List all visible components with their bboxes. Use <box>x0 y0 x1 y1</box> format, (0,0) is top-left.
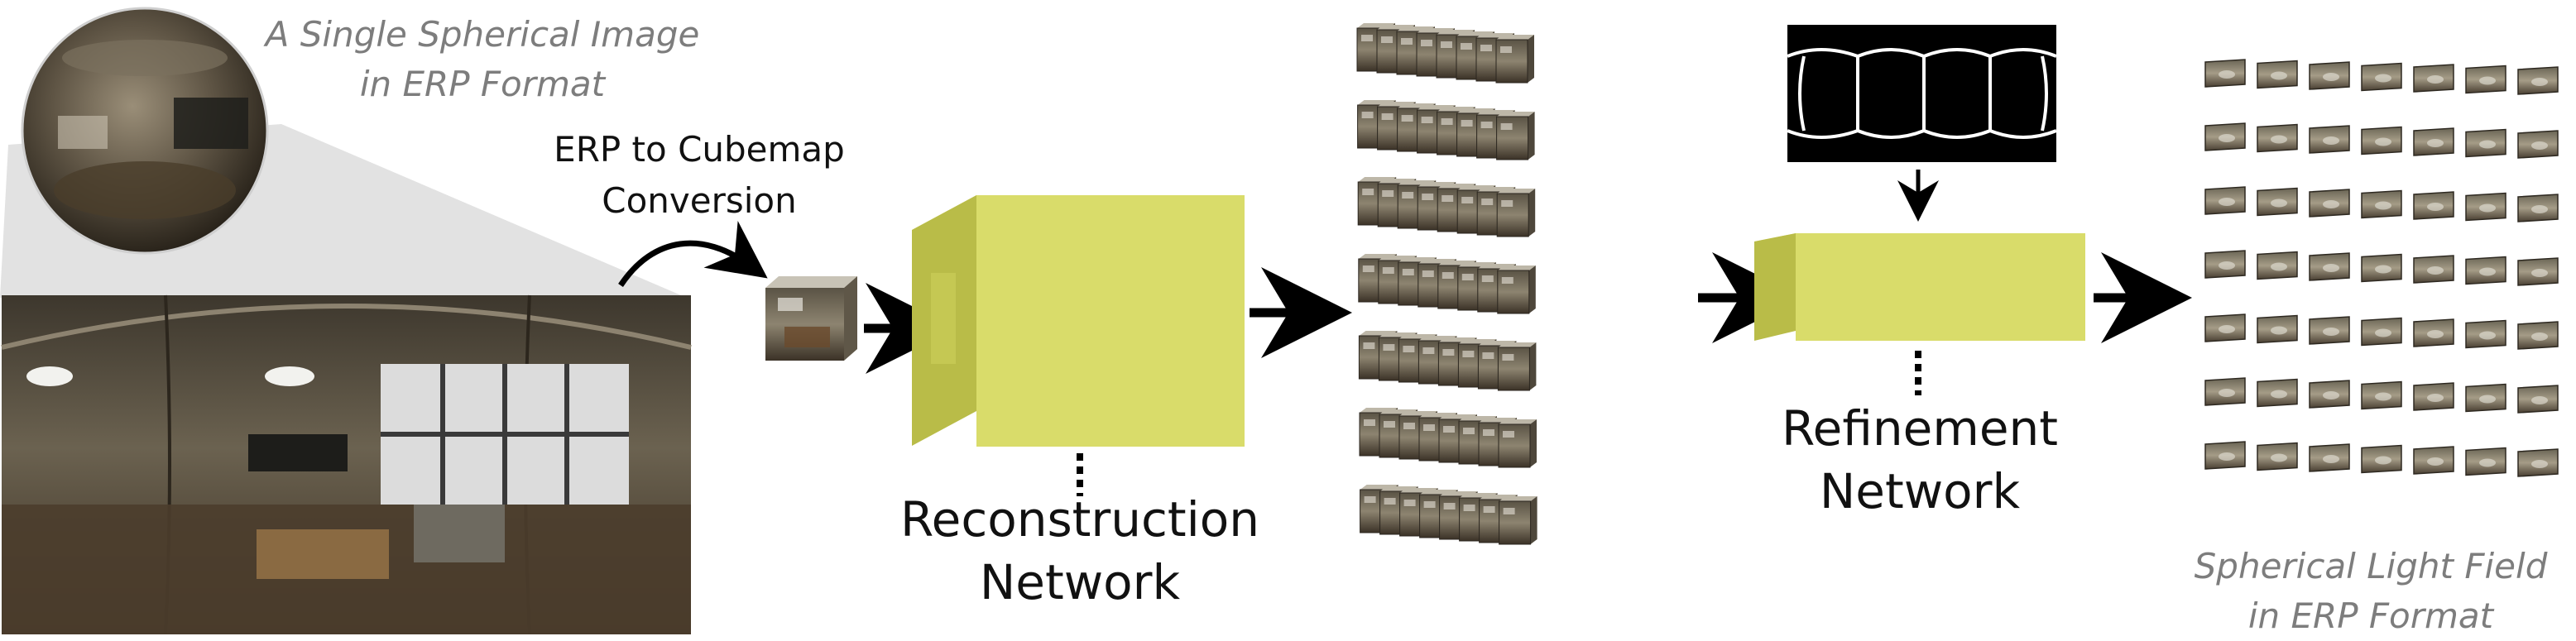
output-view-thumbnail <box>2465 192 2506 222</box>
output-view-thumbnail <box>2361 62 2402 92</box>
output-view-thumbnail <box>2361 380 2402 410</box>
output-view-thumbnail <box>2309 189 2350 218</box>
reconstruction-label-line2: Network <box>979 554 1181 610</box>
stack-cube <box>1499 496 1537 545</box>
output-view-thumbnail <box>2517 257 2559 286</box>
output-view-thumbnail <box>2413 446 2454 475</box>
output-view-thumbnail <box>2517 130 2559 159</box>
refinement-label-line1: Refinement <box>1781 400 2059 457</box>
output-view-thumbnail <box>2309 380 2350 409</box>
cubemap-stack-grid <box>1356 23 1537 545</box>
output-view-thumbnail <box>2204 122 2246 151</box>
output-view-thumbnail <box>2309 252 2350 281</box>
output-view-thumbnail <box>2465 447 2506 476</box>
input-caption-line2: in ERP Format <box>359 64 606 104</box>
stack-cube <box>1497 265 1536 314</box>
output-view-thumbnail <box>2517 448 2559 477</box>
output-view-thumbnail <box>2257 187 2298 217</box>
output-view-thumbnail <box>2257 60 2298 89</box>
output-view-thumbnail <box>2204 313 2246 342</box>
output-view-thumbnail <box>2204 377 2246 406</box>
output-view-thumbnail <box>2361 253 2402 283</box>
reconstruction-label-line1: Reconstruction <box>899 491 1260 548</box>
spherical-image-icon <box>21 7 269 255</box>
output-view-thumbnail <box>2257 442 2298 471</box>
erp-panorama-image <box>1 294 692 634</box>
output-caption-line2: in ERP Format <box>2247 596 2494 636</box>
conversion-label-line3: Conversion <box>602 180 797 221</box>
output-view-thumbnail <box>2413 255 2454 284</box>
output-view-thumbnail <box>2465 383 2506 413</box>
refinement-label-line2: Network <box>1819 463 2021 519</box>
output-view-thumbnail <box>2204 59 2246 88</box>
output-caption-line1: Spherical Light Field <box>2194 546 2548 586</box>
output-view-thumbnail <box>2517 321 2559 350</box>
stack-cube <box>1497 342 1537 391</box>
output-view-thumbnail <box>2413 127 2454 156</box>
output-view-thumbnail <box>2413 382 2454 411</box>
output-view-thumbnail <box>2413 64 2454 93</box>
output-view-thumbnail <box>2204 186 2246 215</box>
output-view-thumbnail <box>2309 443 2350 472</box>
ring-mask-image <box>1787 25 2057 162</box>
output-view-thumbnail <box>2361 317 2402 347</box>
output-view-thumbnail <box>2361 189 2402 219</box>
output-view-thumbnail <box>2361 126 2402 155</box>
conversion-arrow <box>618 220 768 287</box>
output-view-thumbnail <box>2465 65 2506 94</box>
output-view-thumbnail <box>2361 444 2402 474</box>
output-view-thumbnail <box>2517 385 2559 414</box>
output-view-thumbnail <box>2309 316 2350 345</box>
output-view-thumbnail <box>2413 191 2454 220</box>
output-view-thumbnail <box>2517 66 2559 95</box>
output-view-thumbnail <box>2257 251 2298 280</box>
output-view-thumbnail <box>2257 378 2298 408</box>
output-light-field-grid <box>2204 59 2559 477</box>
cubemap-icon <box>765 276 857 361</box>
output-view-thumbnail <box>2309 61 2350 90</box>
output-view-thumbnail <box>2465 256 2506 285</box>
stack-cube <box>1496 189 1536 237</box>
input-caption-line1: A Single Spherical Image <box>265 14 700 55</box>
output-view-thumbnail <box>2204 250 2246 279</box>
conversion-label-line1: ERP to Cubemap <box>554 129 845 170</box>
output-view-thumbnail <box>2465 319 2506 349</box>
refinement-network-block <box>1754 233 2085 341</box>
output-view-thumbnail <box>2517 194 2559 222</box>
output-view-thumbnail <box>2257 314 2298 344</box>
reconstruction-network-block <box>912 195 1245 447</box>
output-view-thumbnail <box>2257 123 2298 153</box>
stack-cube <box>1495 35 1534 84</box>
stack-cube <box>1496 112 1535 160</box>
output-view-thumbnail <box>2204 441 2246 470</box>
stack-cube <box>1498 419 1537 468</box>
output-view-thumbnail <box>2413 318 2454 347</box>
output-view-thumbnail <box>2309 125 2350 154</box>
output-view-thumbnail <box>2465 128 2506 158</box>
